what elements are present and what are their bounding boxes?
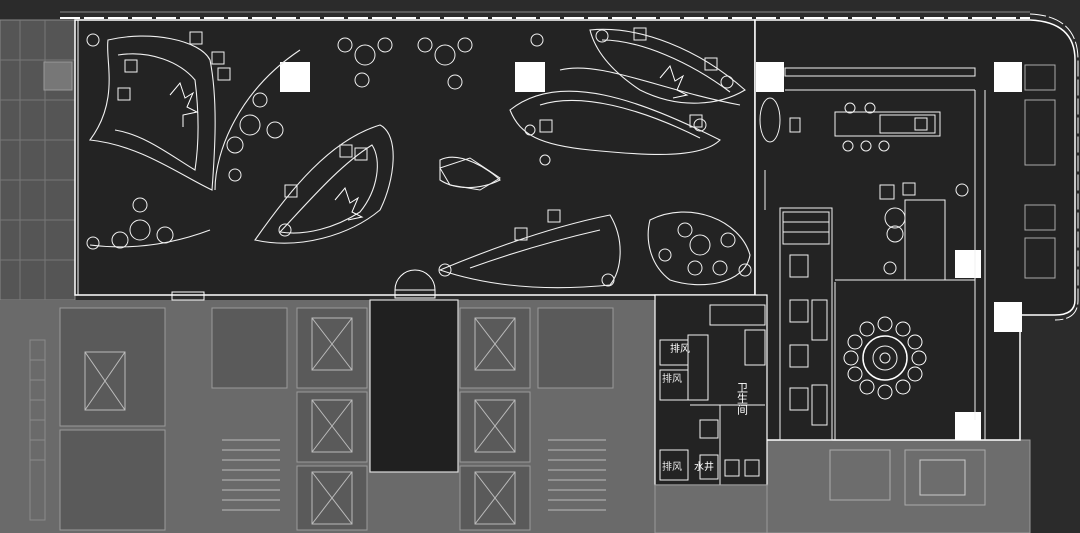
main-lounge bbox=[60, 11, 1030, 301]
column bbox=[756, 62, 784, 92]
column bbox=[280, 62, 310, 92]
island-wave bbox=[509, 90, 721, 155]
room-labels: 卫生间 排风 排风 排风 水井 bbox=[662, 342, 749, 473]
washroom-label: 卫生间 bbox=[736, 382, 749, 416]
water-well-label: 水井 bbox=[694, 460, 714, 473]
exhaust-label-2: 排风 bbox=[662, 372, 682, 385]
column bbox=[955, 412, 981, 440]
column bbox=[994, 62, 1022, 92]
right-wing bbox=[754, 13, 1079, 441]
core-block bbox=[0, 299, 655, 533]
lift-lobby bbox=[369, 299, 459, 473]
island-center-left bbox=[254, 124, 394, 244]
dining-chairs bbox=[843, 316, 927, 400]
exhaust-label: 排风 bbox=[670, 342, 690, 355]
column bbox=[955, 250, 981, 278]
bottom-right-suite bbox=[764, 439, 1031, 533]
column bbox=[515, 62, 545, 92]
column bbox=[994, 302, 1022, 332]
left-office-grid bbox=[0, 19, 76, 301]
island-left bbox=[88, 35, 216, 191]
exhaust-label-3: 排风 bbox=[662, 460, 682, 473]
island-right-top bbox=[589, 28, 746, 104]
washroom-block bbox=[654, 294, 768, 533]
island-bottom-right bbox=[647, 211, 751, 286]
